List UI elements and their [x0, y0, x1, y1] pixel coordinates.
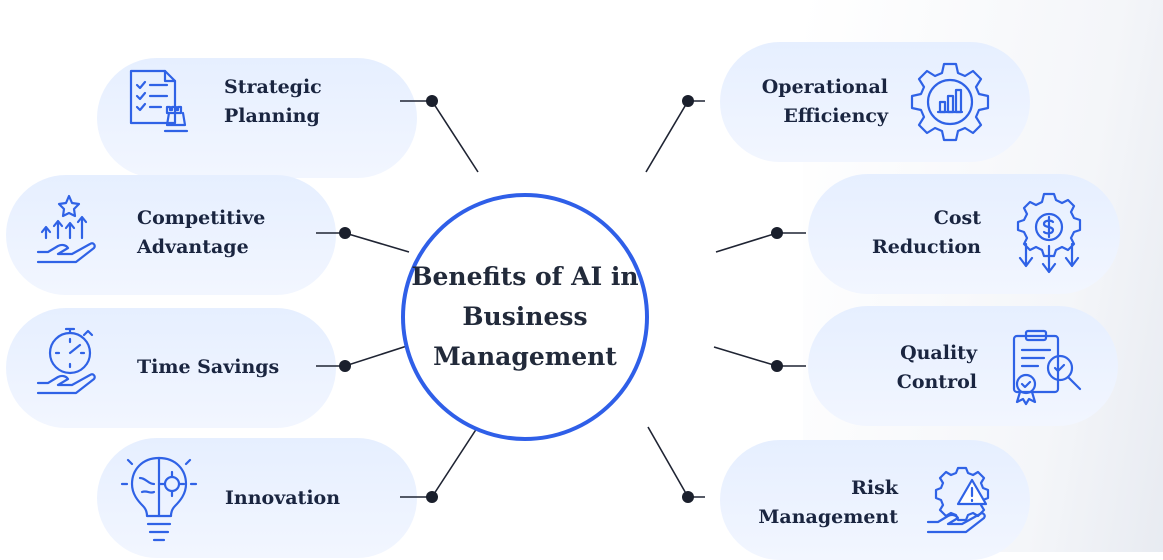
connector-time-savings — [316, 344, 411, 367]
connector-innovation — [400, 427, 478, 498]
connector-dot — [682, 95, 694, 107]
connector-strategic-planning — [400, 100, 479, 173]
pill-strategic-planning — [97, 58, 417, 178]
clipboard-magnifier-icon — [1008, 328, 1090, 406]
center-ring — [401, 193, 649, 441]
connector-risk-management — [647, 426, 705, 498]
connector-dot — [771, 360, 783, 372]
growth-hand-icon — [34, 194, 104, 270]
connector-quality-control — [713, 346, 806, 367]
label-strategic-planning: Strategic Planning — [224, 76, 322, 127]
gear-warning-hand-icon — [924, 466, 1000, 540]
label-competitive-advantage: Competitive Advantage — [137, 207, 266, 258]
connector-dot — [771, 227, 783, 239]
label-innovation: Innovation — [225, 487, 341, 509]
connector-competitive-advantage — [316, 232, 410, 253]
pill-cost-reduction — [808, 174, 1120, 294]
connector-operational-efficiency — [645, 100, 705, 173]
connector-dot — [682, 491, 694, 503]
pill-competitive-advantage — [6, 175, 336, 295]
connector-dot — [426, 95, 438, 107]
pill-time-savings — [6, 308, 336, 428]
gear-chart-icon — [908, 60, 992, 144]
connector-dot — [339, 227, 351, 239]
connector-cost-reduction — [715, 232, 806, 253]
pill-operational-efficiency — [720, 42, 1030, 162]
lightbulb-gear-icon — [120, 452, 198, 546]
stopwatch-hand-icon — [34, 325, 108, 399]
label-cost-reduction: Cost Reduction — [871, 207, 981, 258]
center-title: Benefits of AI in Business Management — [411, 262, 639, 371]
dollar-gear-arrows-icon — [1014, 192, 1084, 276]
connector-dot — [426, 491, 438, 503]
connector-dot — [339, 360, 351, 372]
pill-quality-control — [808, 306, 1118, 426]
label-time-savings: Time Savings — [137, 356, 280, 378]
label-operational-efficiency: Operational Efficiency — [761, 76, 888, 127]
strategy-checklist-icon — [123, 65, 195, 137]
label-risk-management: Risk Management — [758, 477, 898, 528]
label-quality-control: Quality Control — [896, 342, 977, 393]
